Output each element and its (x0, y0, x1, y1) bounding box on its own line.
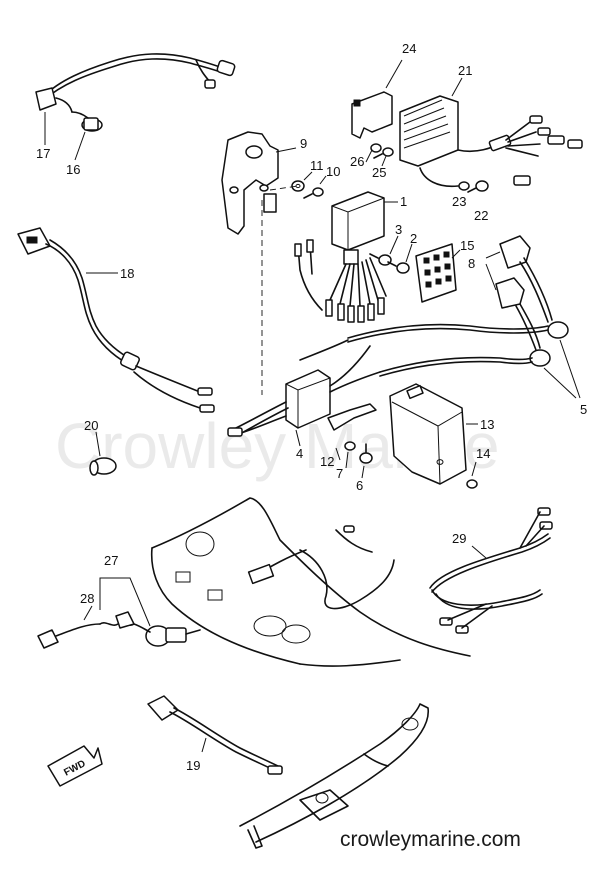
part-29-harness (429, 507, 553, 634)
part-25-screw (373, 147, 394, 159)
callout-21: 21 (458, 63, 472, 78)
callout-27: 27 (104, 553, 118, 568)
callout-29: 29 (452, 531, 466, 546)
footer-site: crowleymarine.com (340, 828, 521, 851)
part-20-cap (89, 457, 117, 476)
fwd-direction-tag: FWD (47, 745, 103, 787)
part-1-cdi-unit (294, 191, 387, 323)
part-28-lead (37, 611, 151, 649)
part-9-bracket (221, 131, 279, 235)
part-8-plug-caps (495, 235, 553, 351)
part-19-sensor-lead (147, 695, 283, 775)
part-24-bracket (351, 91, 393, 139)
callout-28: 28 (80, 591, 94, 606)
lower-unit-bracket (239, 703, 429, 849)
part-23-washer (458, 181, 470, 191)
part-26-washer (370, 143, 382, 153)
callout-3: 3 (395, 222, 402, 237)
part-21-rectifier (399, 95, 583, 188)
part-5-grommets (529, 321, 569, 367)
part-17-lead-wire (35, 53, 236, 113)
part-18-lead-cable (17, 227, 215, 413)
callout-26: 26 (350, 154, 364, 169)
part-4-ignition-coil (227, 339, 381, 437)
part-12-bracket (327, 403, 377, 431)
part-13-cover (389, 383, 467, 485)
part-14-screw (466, 479, 478, 489)
part-6-bolt (359, 443, 373, 464)
callout-16: 16 (66, 162, 80, 177)
callout-7: 7 (336, 466, 343, 481)
part-11-washer (291, 180, 305, 192)
part-27-main-switch (145, 625, 201, 647)
callout-8: 8 (468, 256, 475, 271)
engine-cowling (150, 497, 471, 667)
part-3-bolt (369, 253, 392, 266)
callout-15: 15 (460, 238, 474, 253)
callout-9: 9 (300, 136, 307, 151)
part-7-washer (344, 441, 356, 451)
callout-13: 13 (480, 417, 494, 432)
part-2-bolt (387, 261, 410, 274)
callout-1: 1 (400, 194, 407, 209)
callout-10: 10 (326, 164, 340, 179)
callout-25: 25 (372, 165, 386, 180)
part-16-switch (71, 111, 103, 132)
callout-20: 20 (84, 418, 98, 433)
callout-17: 17 (36, 146, 50, 161)
callout-4: 4 (296, 446, 303, 461)
part-15-terminal-block (415, 243, 457, 303)
callout-6: 6 (356, 478, 363, 493)
callout-18: 18 (120, 266, 134, 281)
callout-24: 24 (402, 41, 416, 56)
callout-22: 22 (474, 208, 488, 223)
callout-12: 12 (320, 454, 334, 469)
callout-14: 14 (476, 446, 490, 461)
callout-2: 2 (410, 231, 417, 246)
part-10-screw (303, 187, 324, 199)
callout-5: 5 (580, 402, 587, 417)
callout-19: 19 (186, 758, 200, 773)
callout-23: 23 (452, 194, 466, 209)
callout-11: 11 (310, 158, 324, 173)
part-22-screw (467, 180, 489, 193)
